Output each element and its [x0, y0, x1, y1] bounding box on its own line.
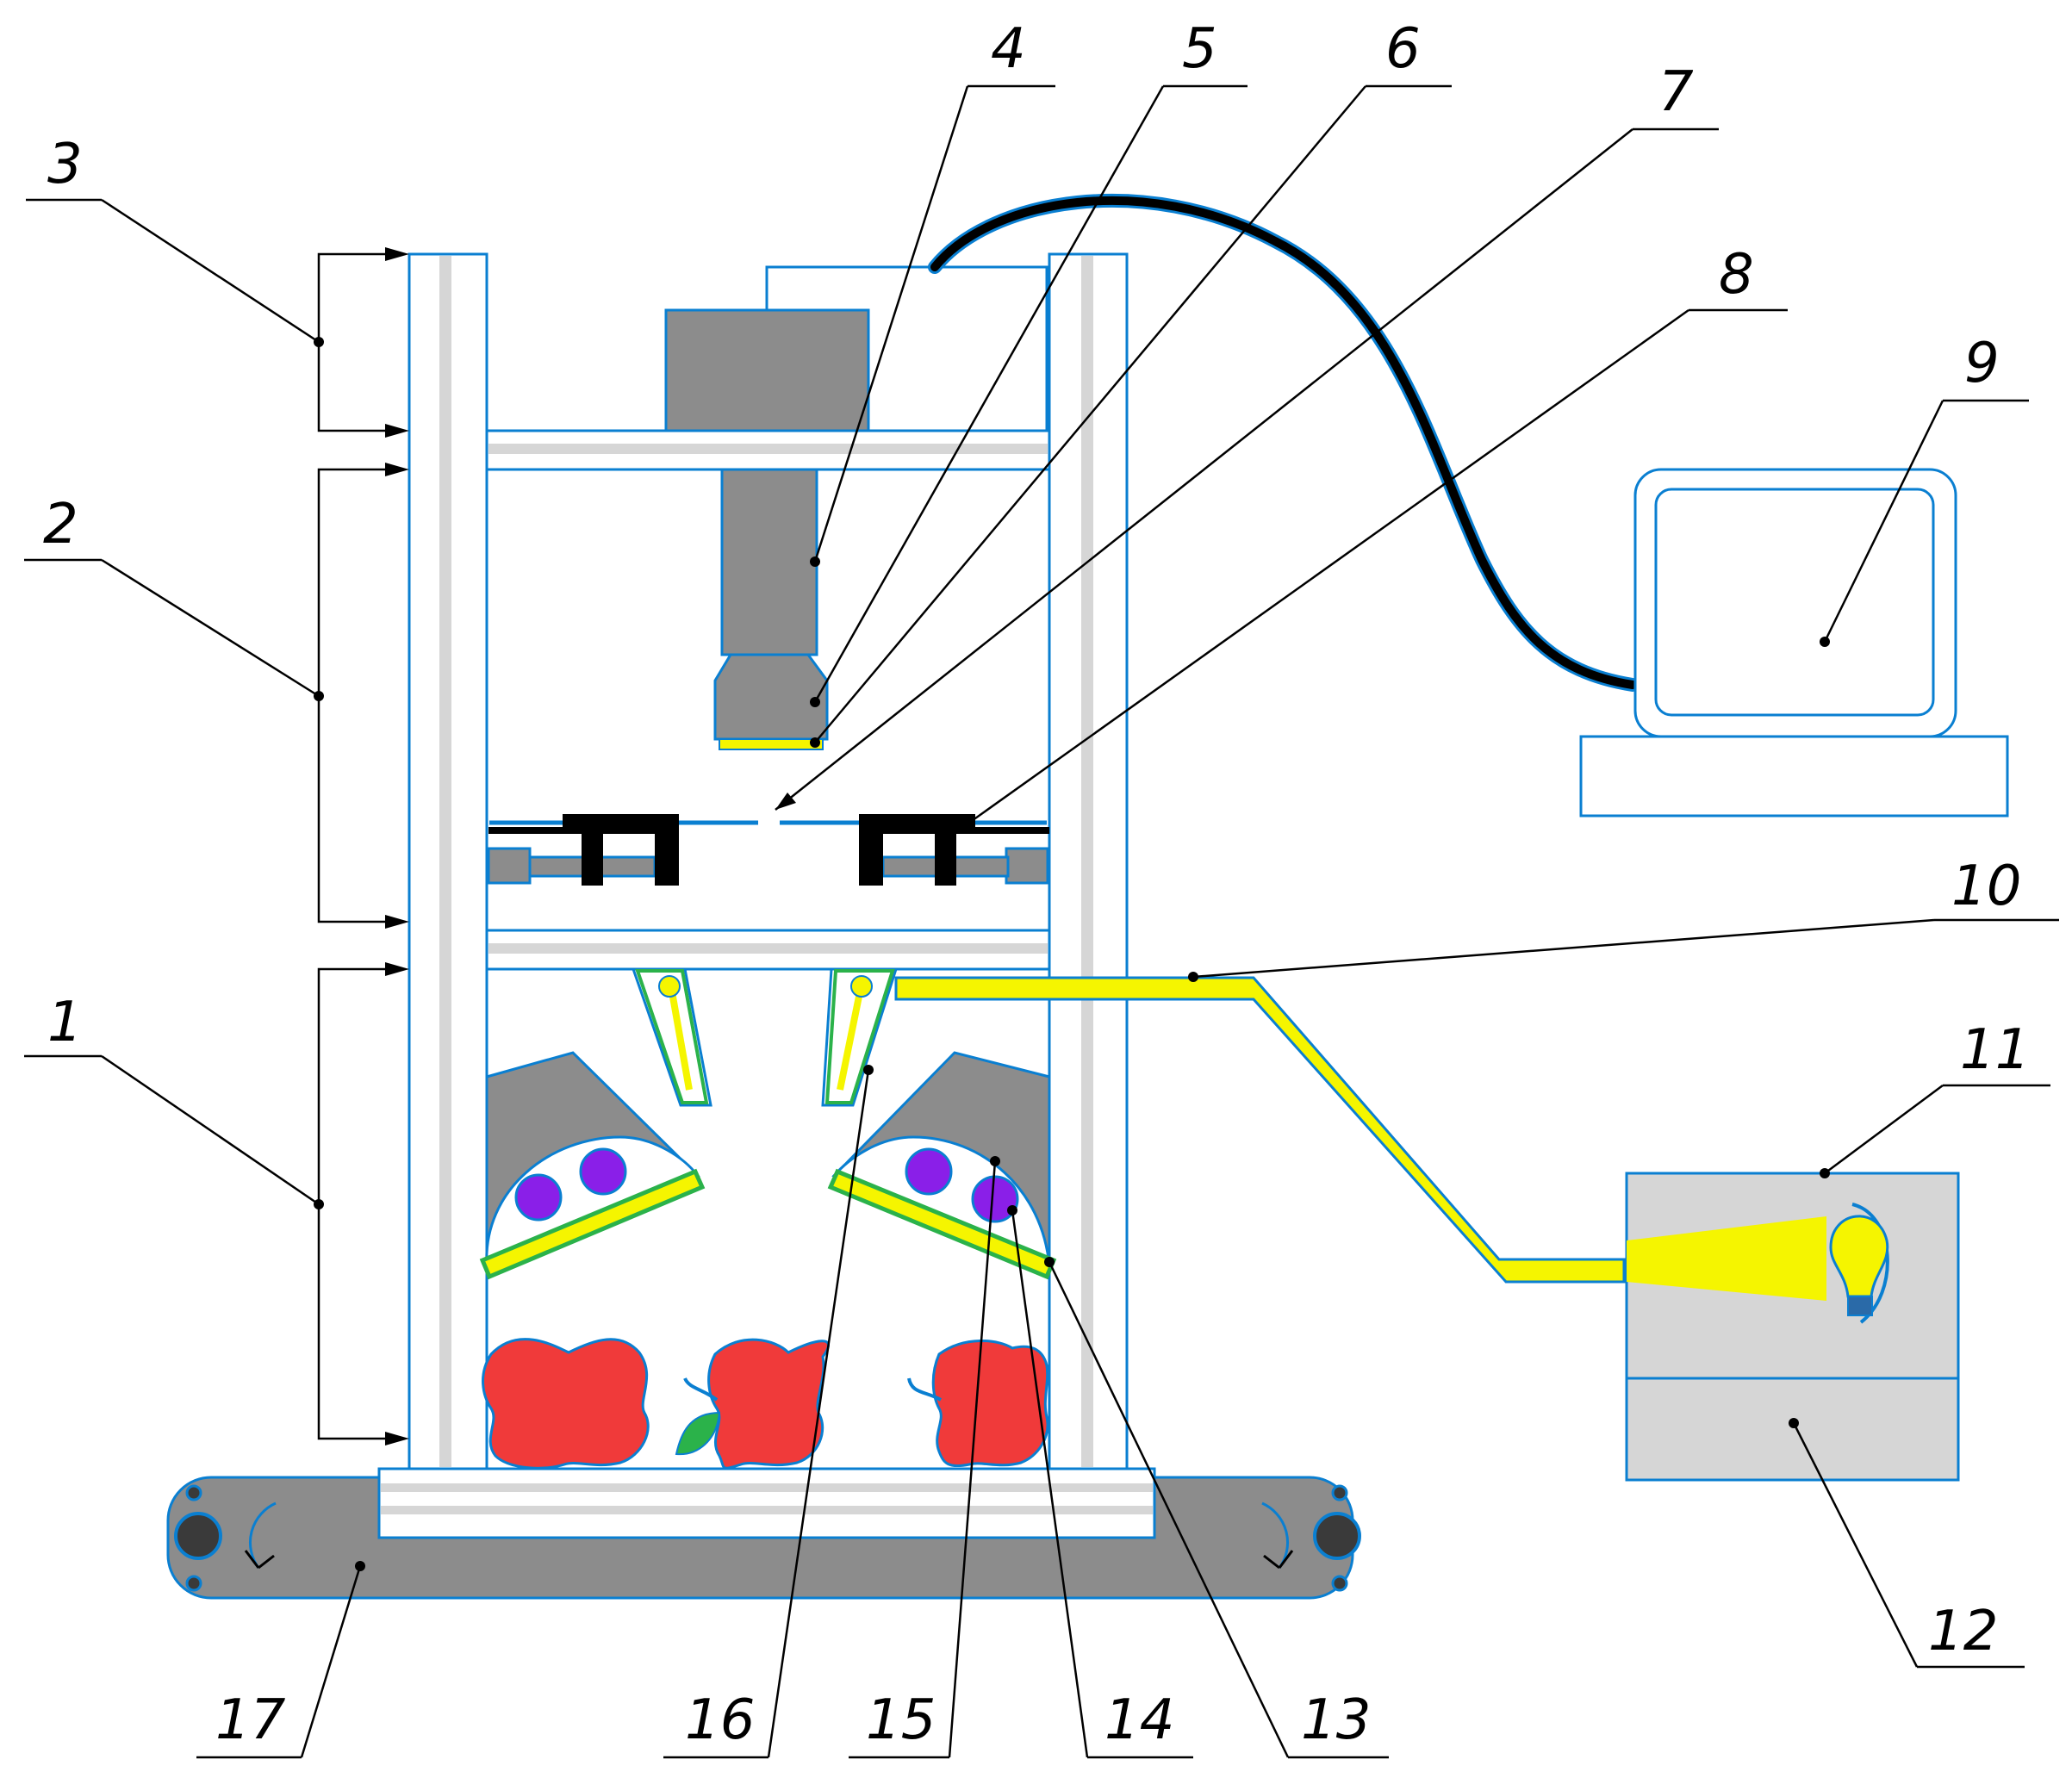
callout-2: 2 [43, 493, 78, 556]
callout-17: 17 [215, 1688, 286, 1752]
frame [377, 252, 1156, 1539]
apple [707, 1338, 830, 1470]
callout-16: 16 [685, 1688, 755, 1752]
apple [931, 1340, 1049, 1468]
lens-filter [719, 738, 824, 750]
callout-11: 11 [1960, 1018, 2030, 1082]
light-guide-fiber [894, 976, 1626, 1284]
callout-labels: 3 2 1 4 5 6 7 8 9 10 11 12 13 14 15 16 1… [43, 17, 2030, 1752]
callout-4: 4 [991, 17, 1026, 81]
led-illuminator-left [479, 1051, 706, 1280]
camera-tube [720, 468, 818, 656]
leader-lines [24, 84, 2059, 1759]
light-source-unit [1625, 1172, 1960, 1482]
callout-12: 12 [1928, 1600, 1998, 1663]
camera-lens [713, 653, 829, 741]
light-bulb-icon [1829, 1215, 1889, 1316]
apple [482, 1338, 650, 1470]
led-illuminator-right [827, 1051, 1057, 1280]
callout-6: 6 [1385, 17, 1421, 81]
callout-10: 10 [1951, 855, 2021, 918]
pulley-icon [174, 1484, 222, 1592]
apple-leaf [675, 1411, 721, 1456]
apples [482, 1338, 1049, 1470]
callout-7: 7 [1658, 60, 1694, 124]
monitor [1579, 468, 2009, 818]
camera-assembly [664, 265, 1048, 750]
light-guide-probes [631, 967, 899, 1107]
callout-5: 5 [1182, 17, 1217, 81]
callout-13: 13 [1301, 1688, 1371, 1752]
slide-holder [487, 814, 1049, 886]
callout-15: 15 [866, 1688, 936, 1752]
pulley-icon [1313, 1484, 1361, 1592]
rotation-arrow-icon [1261, 1501, 1294, 1570]
callout-14: 14 [1104, 1688, 1174, 1752]
callout-1: 1 [47, 991, 83, 1054]
callout-3: 3 [47, 133, 83, 196]
callout-8: 8 [1719, 243, 1754, 307]
rotation-arrow-icon [244, 1501, 277, 1570]
camera-body [664, 308, 870, 432]
callout-9: 9 [1964, 332, 2000, 395]
